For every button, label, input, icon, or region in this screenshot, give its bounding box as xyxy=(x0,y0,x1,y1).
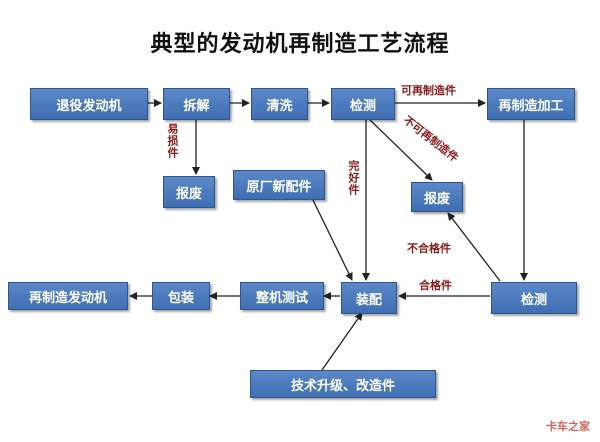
node-assembly: 装配 xyxy=(341,282,397,314)
node-reman-processing: 再制造加工 xyxy=(487,88,575,120)
watermark-logo: 卡车之家 xyxy=(546,420,590,433)
node-disassembly: 拆解 xyxy=(163,88,230,120)
node-cleaning: 清洗 xyxy=(251,88,308,120)
node-packaging: 包装 xyxy=(152,282,210,310)
node-oem-new-parts: 原厂新配件 xyxy=(233,170,325,200)
node-inspection-2: 检测 xyxy=(491,282,577,314)
node-inspection-1: 检测 xyxy=(331,88,395,120)
arrow-inspection-to-scrap xyxy=(369,119,433,181)
node-retired-engine: 退役发动机 xyxy=(30,88,148,120)
node-tech-upgrade: 技术升级、改造件 xyxy=(250,370,436,398)
label-intact-parts: 完好件 xyxy=(347,160,360,196)
arrow-oem-to-assembly xyxy=(311,197,353,281)
node-scrap-2: 报废 xyxy=(411,182,463,212)
label-unqualified: 不合格件 xyxy=(407,242,451,255)
node-machine-test: 整机测试 xyxy=(240,282,324,310)
label-remanufacturable: 可再制造件 xyxy=(401,84,456,97)
diagram-title: 典型的发动机再制造工艺流程 xyxy=(150,32,450,57)
label-wearing-parts: 易损件 xyxy=(166,123,179,159)
arrow-inspection2-to-scrap xyxy=(447,212,501,282)
node-scrap-1: 报废 xyxy=(163,176,215,208)
node-reman-engine: 再制造发动机 xyxy=(8,282,128,310)
label-qualified: 合格件 xyxy=(419,279,452,292)
arrow-upgrade-to-assembly xyxy=(321,312,363,371)
